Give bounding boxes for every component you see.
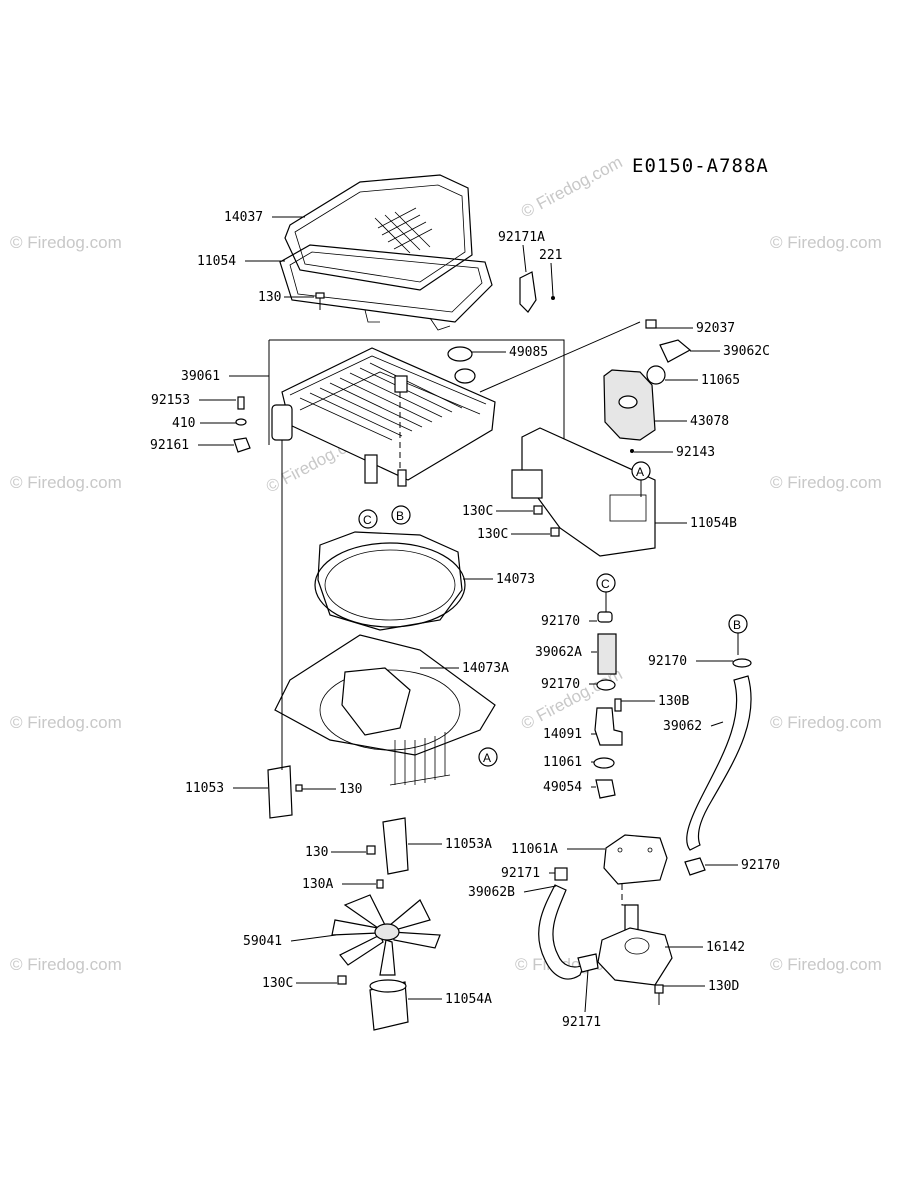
part-label: 92171 <box>501 866 540 881</box>
svg-text:A: A <box>483 751 491 765</box>
part-label: 130 <box>339 782 362 797</box>
watermark: © Firedog.com <box>10 955 122 974</box>
watermark: © Firedog.com <box>770 713 882 732</box>
watermark: © Firedog.com <box>770 955 882 974</box>
fan-shroud-ring <box>314 531 466 631</box>
part-label: 130A <box>302 877 333 892</box>
latch-clip <box>519 271 555 313</box>
part-drawings <box>233 174 752 1031</box>
part-label: 14073A <box>462 661 509 676</box>
callout-b: B <box>728 614 748 655</box>
radiator-mount-hardware <box>233 396 251 453</box>
part-label: 59041 <box>243 934 282 949</box>
thermostat-stack <box>593 611 623 799</box>
part-label: 11053A <box>445 837 492 852</box>
part-label: 92161 <box>150 438 189 453</box>
part-label: 221 <box>539 248 562 263</box>
water-pump <box>597 834 673 1005</box>
part-label: 92170 <box>648 654 687 669</box>
radiator-screen-cover <box>284 174 473 291</box>
part-label: 39062A <box>535 645 582 660</box>
part-label: 11054A <box>445 992 492 1007</box>
part-label: 92170 <box>541 614 580 629</box>
guide-lines <box>281 321 641 770</box>
hose-39062b <box>538 867 599 980</box>
cooling-fan <box>331 894 441 976</box>
callout-a: A <box>478 747 498 767</box>
screen-frame <box>279 244 493 331</box>
part-label: 92171A <box>498 230 545 245</box>
part-label: 49085 <box>509 345 548 360</box>
part-label: 410 <box>172 416 195 431</box>
part-label: 130C <box>262 976 293 991</box>
svg-text:A: A <box>636 465 644 479</box>
watermark: © Firedog.com <box>770 233 882 252</box>
part-label: 14091 <box>543 727 582 742</box>
reserve-tank <box>603 319 692 453</box>
part-label: 11061A <box>511 842 558 857</box>
part-labels: 14037 11054 130 92171A 221 92037 39062C … <box>150 210 780 1030</box>
part-label: 130C <box>477 527 508 542</box>
part-label: 16142 <box>706 940 745 955</box>
hose-39062 <box>684 658 752 876</box>
part-label: 92170 <box>541 677 580 692</box>
part-label: 130C <box>462 504 493 519</box>
shroud-brackets <box>267 765 409 889</box>
callout-b: B <box>391 505 411 525</box>
svg-text:C: C <box>601 577 610 591</box>
part-label: 49054 <box>543 780 582 795</box>
part-label: 92171 <box>562 1015 601 1030</box>
fan-spacer <box>337 975 409 1031</box>
callout-c: C <box>596 573 616 612</box>
part-label: 39061 <box>181 369 220 384</box>
part-label: 39062B <box>468 885 515 900</box>
part-label: 92143 <box>676 445 715 460</box>
fan-shroud <box>274 634 496 786</box>
part-label: 130 <box>258 290 281 305</box>
svg-text:B: B <box>396 509 404 523</box>
part-label: 130B <box>658 694 689 709</box>
callout-a: A <box>631 461 651 497</box>
part-label: 11061 <box>543 755 582 770</box>
part-label: 130D <box>708 979 739 994</box>
watermark: © Firedog.com <box>770 473 882 492</box>
part-label: 11054B <box>690 516 737 531</box>
bolt-130-top <box>315 292 325 310</box>
part-label: 11054 <box>197 254 236 269</box>
svg-text:B: B <box>733 618 741 632</box>
part-label: 11053 <box>185 781 224 796</box>
part-label: 14073 <box>496 572 535 587</box>
radiator-assembly <box>268 339 565 487</box>
diagram-code: E0150-A788A <box>632 155 769 177</box>
watermark: © Firedog.com <box>10 233 122 252</box>
callouts: A B C C B A <box>358 461 748 767</box>
part-label: 92037 <box>696 321 735 336</box>
svg-text:C: C <box>363 513 372 527</box>
bracket-11054b <box>511 427 656 557</box>
part-label: 39062 <box>663 719 702 734</box>
part-label: 43078 <box>690 414 729 429</box>
watermark: © Firedog.com <box>10 473 122 492</box>
part-label: 92170 <box>741 858 780 873</box>
part-label: 14037 <box>224 210 263 225</box>
watermark: © Firedog.com <box>10 713 122 732</box>
part-label: 39062C <box>723 344 770 359</box>
part-label: 130 <box>305 845 328 860</box>
watermark: © Firedog.com <box>518 152 626 221</box>
callout-c: C <box>358 509 378 529</box>
part-label: 11065 <box>701 373 740 388</box>
part-label: 92153 <box>151 393 190 408</box>
